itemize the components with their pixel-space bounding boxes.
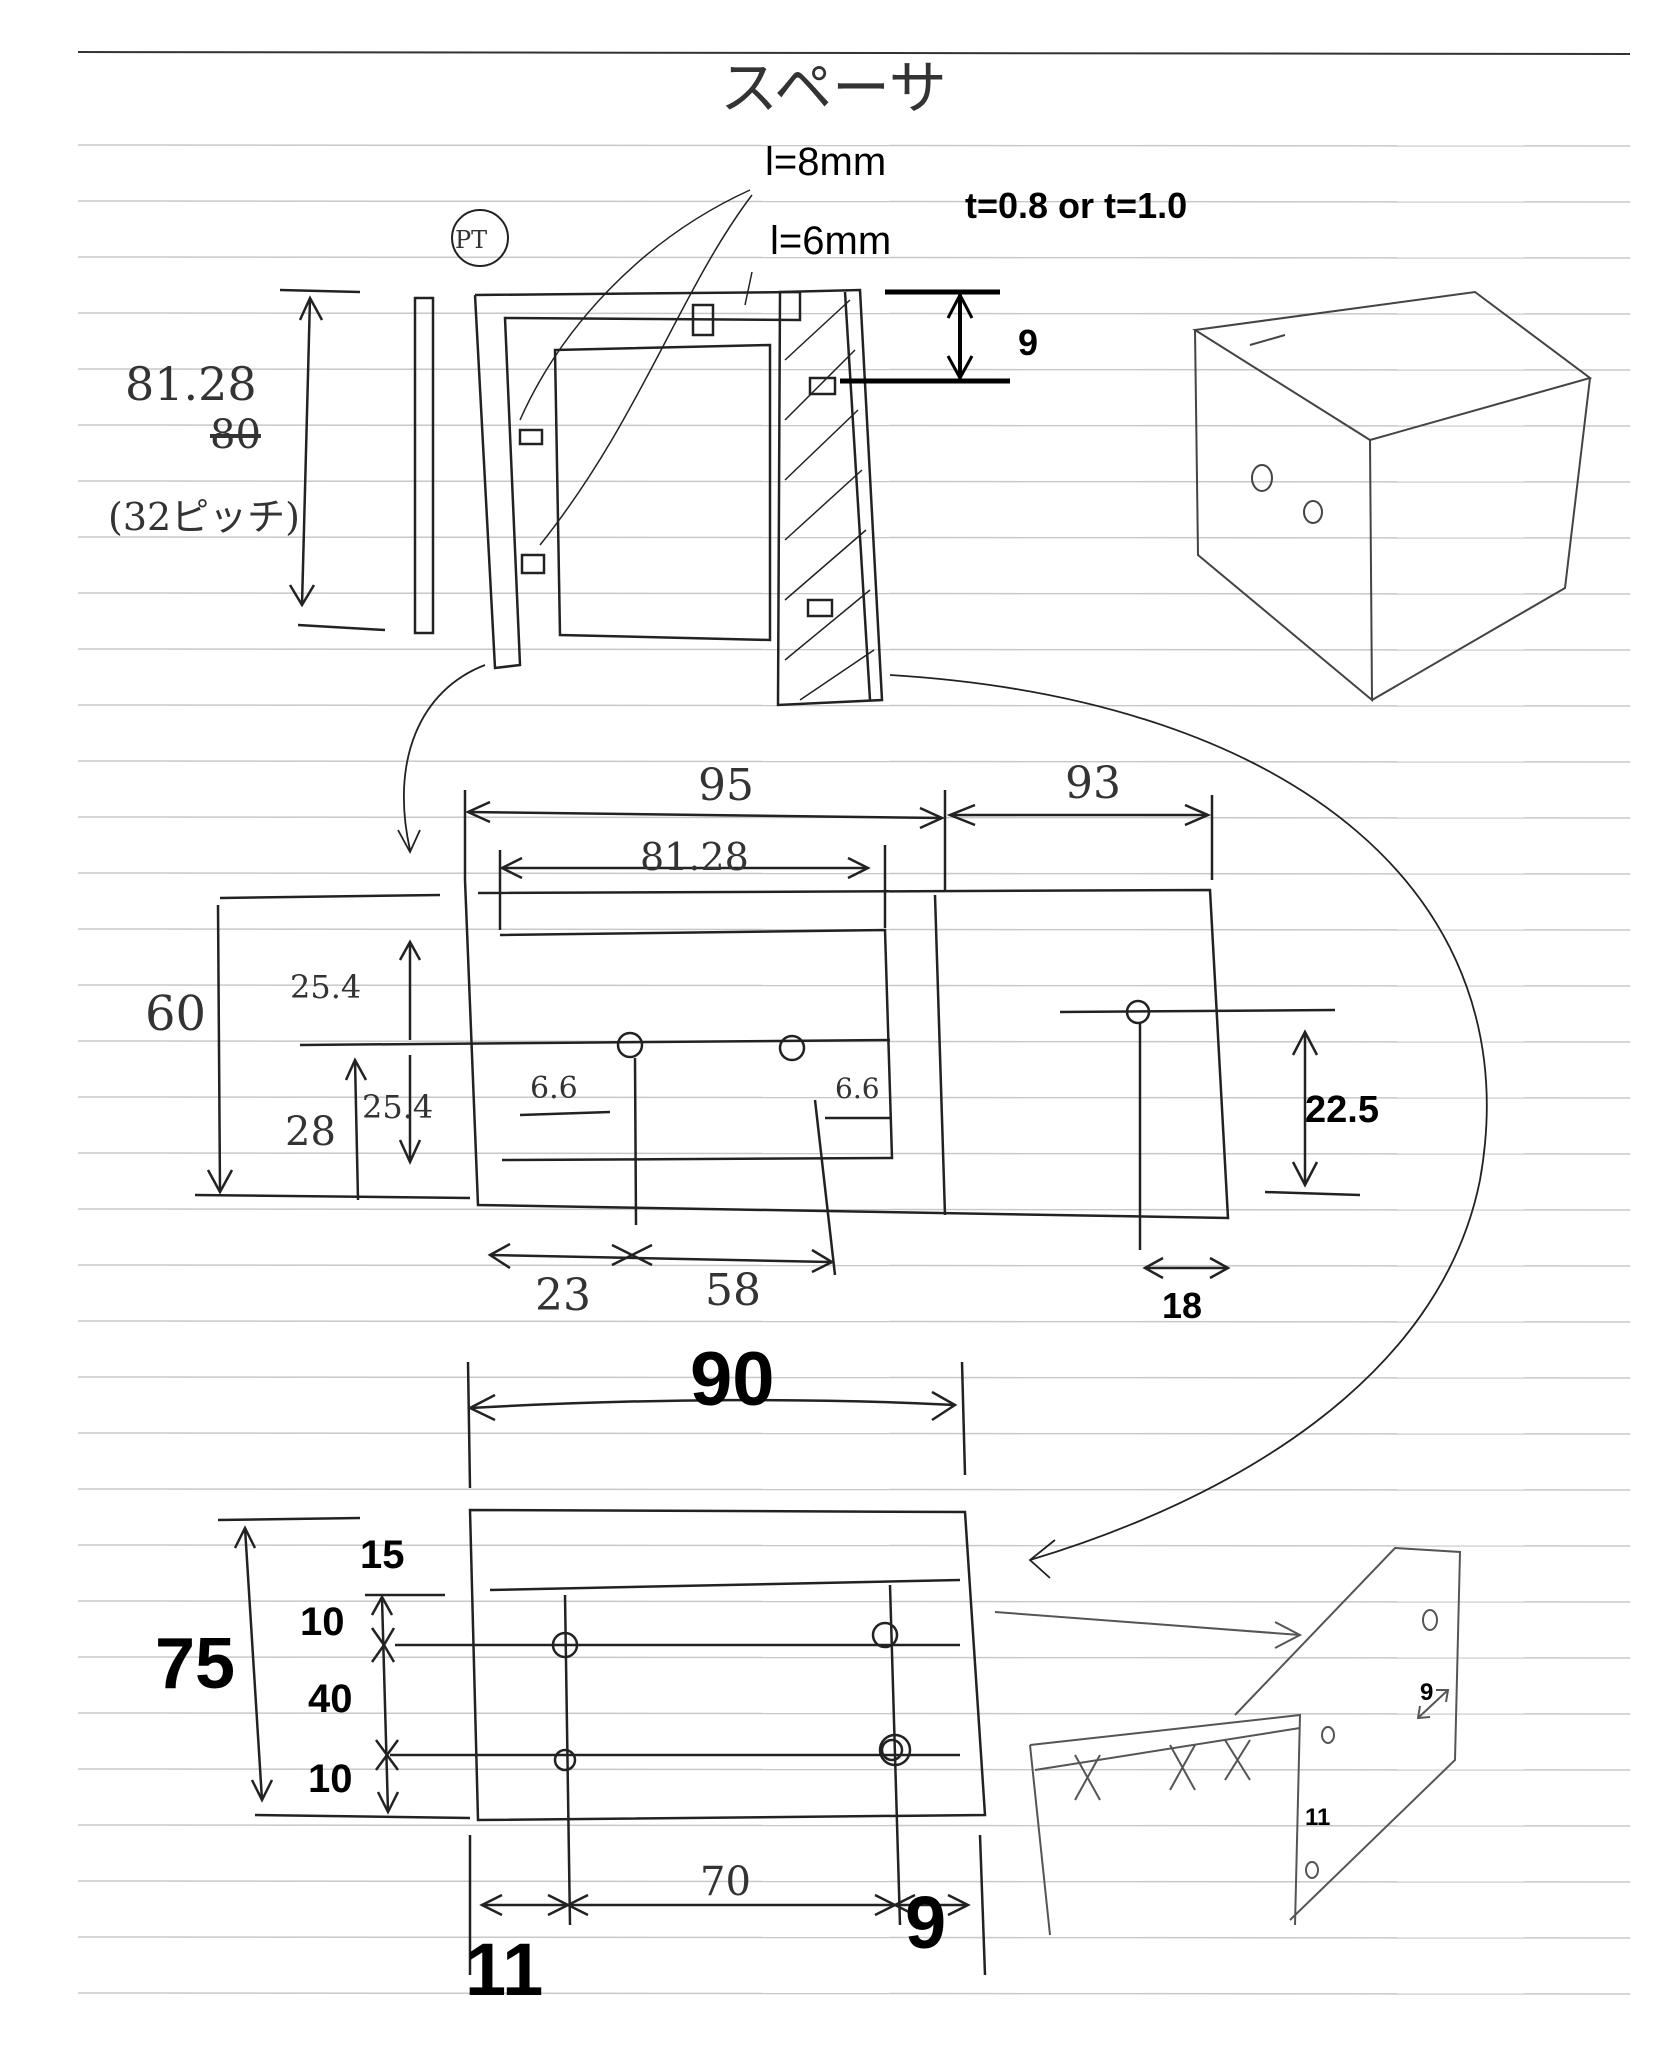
ruled-line: [77, 1264, 1631, 1267]
hole-spacing-label: 40: [308, 1677, 353, 1721]
slot-right-label: 6.6: [835, 1072, 880, 1105]
gap1-label: 10: [300, 1600, 345, 1644]
title-label: スペーサ: [720, 54, 947, 122]
ruled-line: [77, 592, 1631, 595]
ruled-line: [77, 648, 1631, 651]
width-95-label: 95: [698, 760, 754, 811]
height-label: 81.28: [125, 357, 257, 411]
hole-pitch-label: 70: [700, 1859, 751, 1905]
pitch-note: (32ピッチ): [108, 495, 300, 539]
thickness-note: t=0.8 or t=1.0: [965, 185, 1187, 226]
right-bracket: [776, 288, 884, 707]
gap-upper-label: 25.4: [290, 968, 361, 1006]
iso-box: [1192, 290, 1593, 703]
bracket-plate: [217, 1361, 987, 1976]
ruled-line: [77, 1936, 1631, 1939]
ruled-line: [77, 704, 1631, 707]
ruled-line: [77, 256, 1631, 259]
left-margin-label: 11: [465, 1928, 543, 2011]
offset-dimension: [840, 289, 1010, 384]
right-hole-height-label: 22.5: [1305, 1089, 1379, 1131]
ruled-line: [77, 872, 1631, 875]
ruled-line: [77, 1712, 1631, 1715]
top-rule: [77, 51, 1631, 55]
from-bottom-label: 28: [285, 1109, 336, 1155]
ruled-line: [77, 1768, 1631, 1771]
ruled-line: [77, 1152, 1631, 1155]
ruled-line: [77, 984, 1631, 987]
ruled-line: [77, 480, 1631, 483]
ruled-line: [77, 1320, 1631, 1323]
ruled-line: [77, 1096, 1631, 1099]
ruled-line: [77, 1208, 1631, 1211]
ruled-line: [77, 1880, 1631, 1883]
right-margin-label: 9: [905, 1881, 946, 1964]
height-60-label: 60: [145, 986, 206, 1042]
ruled-line: [77, 760, 1631, 763]
pcb-plate: [413, 296, 435, 635]
side-view: [279, 189, 1488, 1579]
height-arrow: [300, 297, 312, 606]
iso-dim-a-label: 9: [1420, 1679, 1433, 1706]
inner-board: [553, 343, 772, 642]
ruled-line: [77, 1992, 1631, 1995]
bracket-height-label: 75: [155, 1624, 235, 1704]
inner-width-label: 81.28: [640, 835, 749, 879]
ruled-line: [77, 1488, 1631, 1491]
struck-height-label: 80: [210, 412, 261, 458]
ruled-line: [77, 1376, 1631, 1379]
iso-dim-b-label: 11: [1305, 1804, 1330, 1831]
ruled-line: [77, 536, 1631, 539]
offset-top-label: 15: [360, 1533, 405, 1577]
ruled-line: [77, 1432, 1631, 1435]
top-plate: [194, 790, 1361, 1280]
gap-lower-label: 25.4: [362, 1088, 433, 1126]
width-93-label: 93: [1065, 758, 1121, 809]
hole-x2-label: 58: [705, 1265, 761, 1316]
ruled-line: [77, 312, 1631, 315]
pt-label: PT: [455, 226, 487, 254]
iso-bracket: [994, 1546, 1462, 1936]
ruled-line: [77, 368, 1631, 371]
length-8mm-label: l=8mm: [765, 140, 886, 184]
right-hole-x-label: 18: [1162, 1285, 1202, 1326]
pt-circle: [451, 209, 509, 267]
ruled-line: [77, 1656, 1631, 1659]
ruled-line: [77, 1600, 1631, 1603]
ruled-line: [77, 1824, 1631, 1827]
gap2-label: 10: [308, 1757, 353, 1801]
ruled-line: [77, 200, 1631, 203]
offset-9-label: 9: [1018, 322, 1038, 363]
ruled-line: [77, 144, 1631, 147]
ruled-line: [77, 1544, 1631, 1547]
bracket-width-label: 90: [690, 1337, 775, 1422]
length-6mm-label: l=6mm: [770, 219, 891, 263]
hole-x1-label: 23: [535, 1270, 591, 1321]
slot-left-label: 6.6: [530, 1071, 578, 1106]
